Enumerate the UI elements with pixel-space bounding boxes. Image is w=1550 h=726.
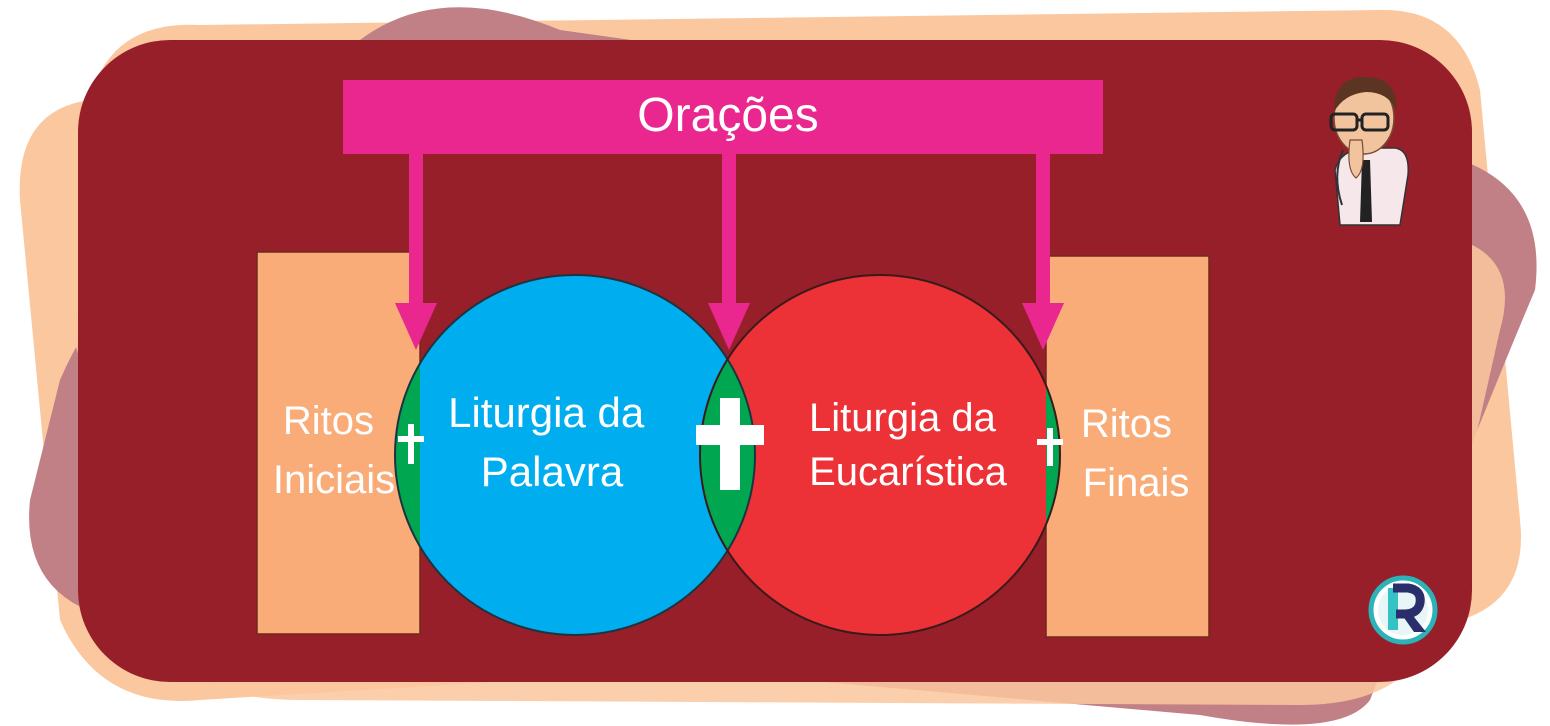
ritos-iniciais-line-1: Ritos	[283, 399, 374, 443]
ritos-finais-line-1: Ritos	[1081, 402, 1172, 446]
oracoes-banner	[343, 80, 1103, 154]
ritos-finais-block	[1045, 255, 1210, 638]
liturgia-palavra-label: Liturgia da Palavra	[448, 389, 656, 495]
praying-avatar-icon	[1329, 76, 1409, 226]
oracoes-title: Orações	[637, 89, 818, 142]
arrow-head-left	[395, 303, 437, 350]
r-logo-icon	[1368, 575, 1438, 645]
cross-icon-left	[398, 424, 424, 464]
ritos-finais-line-2: Finais	[1083, 461, 1190, 505]
liturgia-eucaristica-line-1: Liturgia da	[809, 396, 997, 440]
ritos-iniciais-line-2: Iniciais	[273, 458, 395, 502]
arrow-shaft-right	[1036, 150, 1050, 305]
ritos-finais-label: Ritos Finais	[1081, 402, 1189, 505]
cross-icon-right	[1037, 428, 1063, 466]
cross-icon	[696, 398, 764, 490]
eucaristica-outline	[699, 274, 1061, 636]
liturgia-eucaristica-label: Liturgia da Eucarística	[809, 396, 1008, 494]
liturgia-palavra-line-2: Palavra	[481, 448, 624, 495]
ritos-iniciais-label: Ritos Iniciais	[273, 399, 395, 502]
arrow-shaft-left	[409, 150, 423, 305]
liturgia-eucaristica-circle	[700, 275, 1060, 635]
arrow-head-right	[1022, 303, 1064, 350]
arrow-shaft-center	[722, 150, 736, 305]
liturgia-palavra-circle	[395, 275, 755, 635]
liturgia-eucaristica-line-2: Eucarística	[809, 450, 1008, 494]
arrow-head-center	[708, 303, 750, 350]
arrows	[395, 150, 1064, 350]
palavra-outline	[394, 274, 756, 636]
liturgia-palavra-line-1: Liturgia da	[448, 389, 645, 436]
